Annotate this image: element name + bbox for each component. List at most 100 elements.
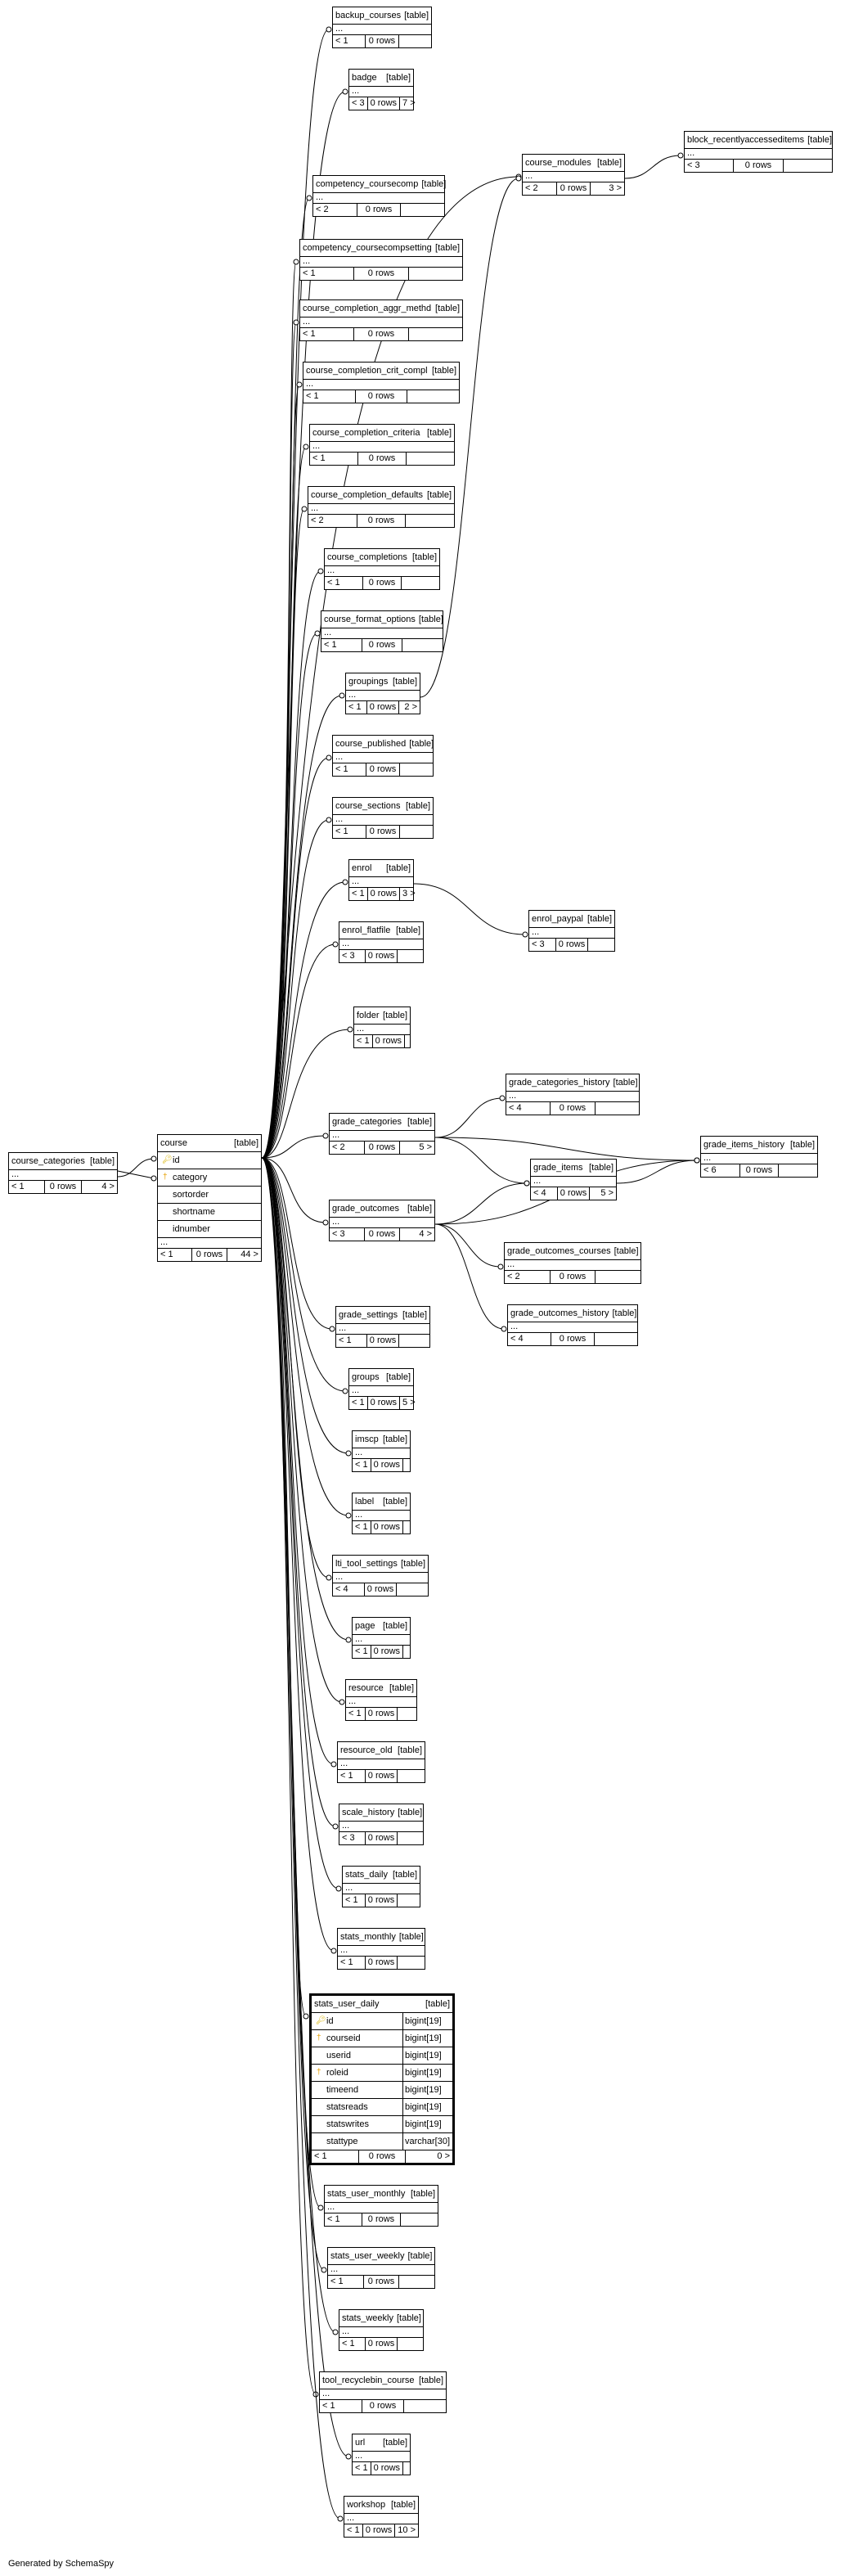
table-name: badge (352, 73, 377, 83)
row-count: 0 rows (551, 1271, 596, 1283)
row-count: 0 rows (45, 1181, 82, 1193)
column-type: bigint[19] (402, 2099, 452, 2115)
table-name: url (355, 2438, 366, 2448)
more-columns: ... (320, 2389, 446, 2400)
table-header: stats_daily[table] (343, 1867, 420, 1884)
column-name: shortname (173, 1207, 215, 1217)
generated-by-footer: Generated by SchemaSpy (8, 2559, 115, 2569)
relationship-line (261, 570, 321, 1159)
child-count (398, 1832, 423, 1844)
table-name: enrol (352, 863, 372, 873)
relationship-line (117, 1158, 155, 1178)
row-count: 0 rows (367, 1335, 400, 1347)
table-kind: [table] (412, 552, 437, 562)
more-columns: ... (523, 172, 624, 182)
more-columns: ... (308, 504, 454, 515)
row-count: 0 rows (556, 939, 589, 951)
more-columns: ... (325, 566, 439, 577)
more-columns: ... (333, 815, 433, 826)
table-competency-coursecompsetting[interactable]: competency_coursecompsetting[table]...< … (299, 239, 463, 281)
row-count: 0 rows (356, 390, 408, 403)
cardinality-marker (303, 444, 309, 450)
table-header: backup_courses[table] (333, 7, 431, 25)
table-header: folder[table] (354, 1007, 410, 1025)
parent-count: < 1 (344, 2524, 363, 2537)
parent-count: < 1 (346, 701, 367, 714)
row-count: 0 rows (371, 1521, 404, 1533)
cardinality-marker (499, 1095, 506, 1101)
row-count: 0 rows (366, 1957, 398, 1969)
row-count: 0 rows (366, 1894, 398, 1907)
cardinality-marker (345, 1450, 352, 1457)
table-kind: [table] (383, 1011, 407, 1020)
table-header: enrol_paypal[table] (529, 911, 614, 928)
table-kind: [table] (383, 1621, 407, 1631)
parent-count: < 1 (349, 1397, 368, 1409)
table-kind: [table] (404, 11, 429, 20)
table-course-completion-crit-compl[interactable]: course_completion_crit_compl[table]...< … (303, 362, 460, 403)
child-count (404, 2400, 446, 2412)
row-count: 0 rows (367, 701, 400, 714)
table-block-recentlyaccesseditems[interactable]: block_recentlyaccesseditems[table]...< 3… (684, 131, 833, 173)
table-course-completion-aggr-methd[interactable]: course_completion_aggr_methd[table]...< … (299, 299, 463, 341)
column-name: courseid (326, 2033, 361, 2043)
table-header: grade_categories_history[table] (506, 1074, 639, 1092)
cardinality-marker (330, 1948, 337, 1954)
child-count: 4 > (101, 1182, 115, 1191)
table-name: competency_coursecompsetting (303, 243, 432, 253)
parent-count: < 1 (353, 1521, 371, 1533)
